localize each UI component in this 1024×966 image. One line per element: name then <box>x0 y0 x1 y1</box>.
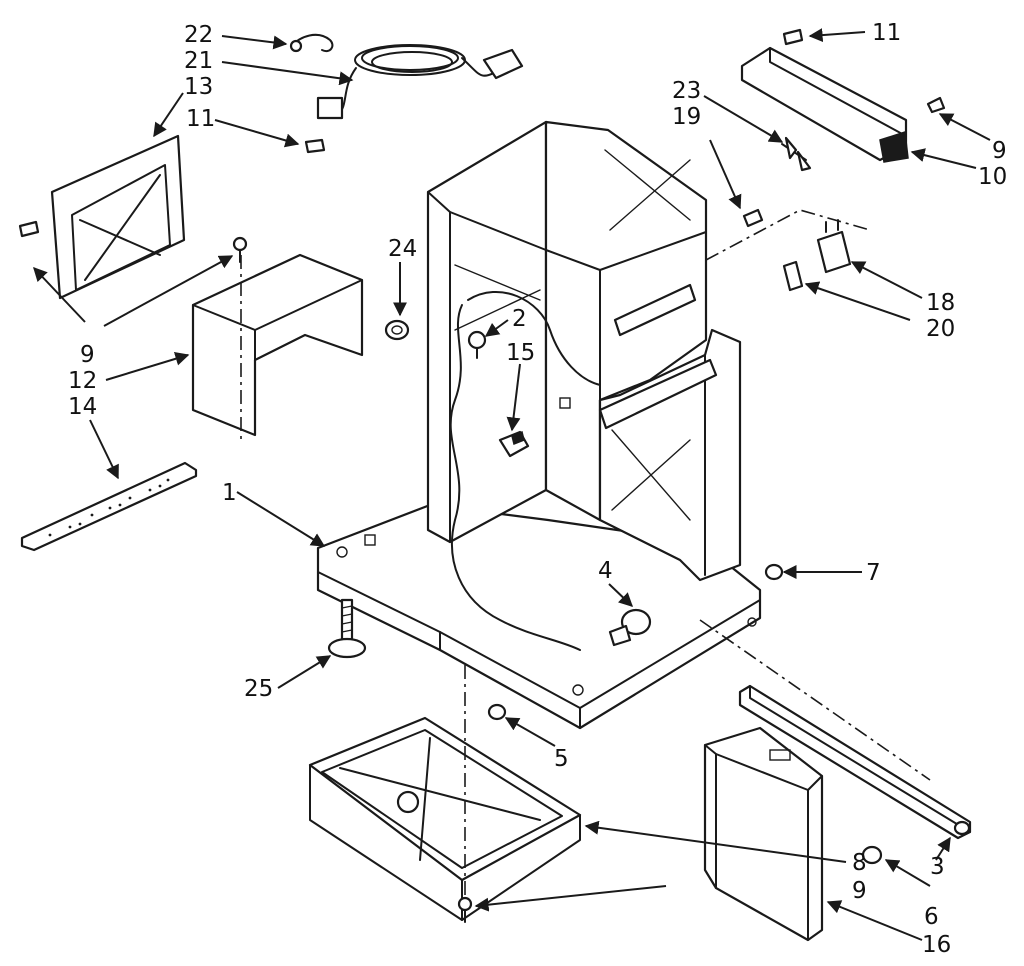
part-25-leg <box>327 598 367 659</box>
callout-labels: 22 21 13 11 9 12 14 1 24 2 15 4 7 25 5 1… <box>68 20 1007 958</box>
screw-9-left <box>18 220 40 238</box>
callout-11-right: 11 <box>872 20 901 46</box>
screw-9-top <box>232 236 248 263</box>
screw-9-bottom <box>457 896 473 923</box>
callout-21: 21 <box>184 48 213 74</box>
part-24-grommet <box>384 319 410 341</box>
part-12-cover <box>191 253 364 440</box>
callout-3: 3 <box>930 854 945 880</box>
callout-15: 15 <box>506 340 535 366</box>
mount-line-3 <box>699 619 931 781</box>
callout-19: 19 <box>672 104 701 130</box>
callout-1: 1 <box>222 480 237 506</box>
callout-22: 22 <box>184 22 213 48</box>
part-18-switch <box>816 219 852 274</box>
callout-23: 23 <box>672 78 701 104</box>
part-10-rail <box>740 46 909 163</box>
part-7-nut <box>764 563 784 581</box>
screw-11-left <box>304 138 326 154</box>
part-5-nut <box>487 703 507 721</box>
callout-14: 14 <box>68 394 97 420</box>
callout-6: 6 <box>924 904 939 930</box>
mount-line-18 <box>705 209 871 261</box>
part-16-panel <box>703 726 824 942</box>
part-21-power-cord <box>316 44 524 120</box>
part-15-relay <box>498 430 530 458</box>
callout-9-bottom: 9 <box>852 878 867 904</box>
cabinet-frame <box>316 120 762 730</box>
callout-9-left: 9 <box>80 342 95 368</box>
callout-8: 8 <box>852 850 867 876</box>
callout-9-right: 9 <box>992 138 1007 164</box>
part-6-screw <box>861 845 883 865</box>
part-19-screw <box>742 208 764 228</box>
callout-16: 16 <box>922 932 951 958</box>
screw-9-right <box>926 96 946 114</box>
leader-lines <box>33 28 991 941</box>
part-14-strip <box>20 461 198 552</box>
callout-24: 24 <box>388 236 417 262</box>
part-23-fastener <box>781 136 812 172</box>
screw-11-right <box>782 28 804 46</box>
part-3-rail <box>738 684 972 840</box>
callout-10: 10 <box>978 164 1007 190</box>
part-4-insert <box>608 608 652 647</box>
callout-25: 25 <box>244 676 273 702</box>
part-13-panel <box>50 134 186 300</box>
part-2-switch <box>467 330 487 359</box>
callout-11-left: 11 <box>186 106 215 132</box>
part-22-clip <box>289 33 334 53</box>
callout-13: 13 <box>184 74 213 100</box>
callout-18: 18 <box>926 290 955 316</box>
callout-5: 5 <box>554 746 569 772</box>
callout-7: 7 <box>866 560 881 586</box>
callout-12: 12 <box>68 368 97 394</box>
callout-20: 20 <box>926 316 955 342</box>
callout-4: 4 <box>598 558 613 584</box>
part-8-tray <box>308 716 582 921</box>
callout-2: 2 <box>512 306 527 332</box>
part-20-plate <box>782 260 804 292</box>
